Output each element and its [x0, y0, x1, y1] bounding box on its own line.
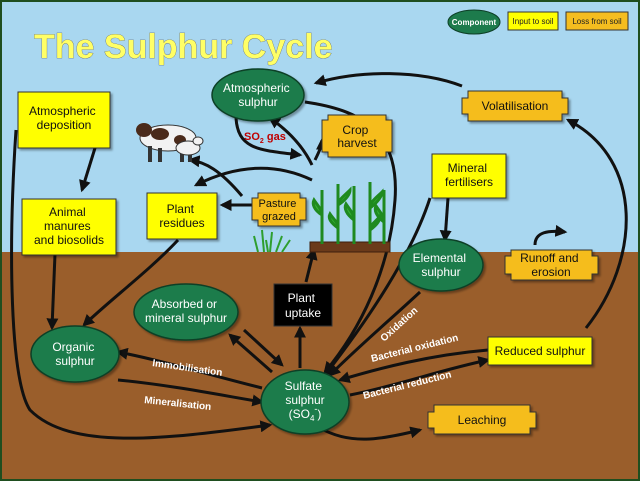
- sulfate-sulphur-label: Sulfate sulphur: [285, 379, 326, 407]
- leaching-label: Leaching: [458, 413, 507, 427]
- legend-input-swatch: [507, 11, 559, 31]
- arrow-fertilisers-to-elemental: [439, 197, 452, 243]
- elemental-sulphur-node: [398, 238, 484, 292]
- atmospheric-sulphur-node: [211, 68, 305, 122]
- pasture-grazed-label: Pasture grazed: [259, 198, 300, 223]
- crop-soil-bed: [309, 241, 391, 253]
- so2-gas-label: SO2 gas: [244, 131, 286, 145]
- plant-uptake-box: [273, 283, 333, 327]
- arrow-pasture-to-cow: [187, 155, 244, 197]
- calf-body: [175, 140, 201, 156]
- elemental-sulphur-label: Elemental sulphur: [413, 251, 470, 279]
- sulfate-formula-label: (SO4-): [289, 404, 322, 423]
- atmospheric-sulphur-label: Atmospheric sulphur: [223, 81, 293, 109]
- arrow-deposition-to-organic: [10, 129, 273, 440]
- cow-head: [136, 123, 152, 137]
- plant-uptake-label: Plant uptake: [285, 291, 321, 320]
- absorbed-mineral-node: [133, 283, 239, 341]
- cow-spot: [151, 128, 169, 140]
- pasture-grazed-box: [251, 192, 307, 227]
- legend: Component Input to soil Loss from soil: [447, 9, 629, 35]
- arrow-organic-to-sulfate: [117, 378, 265, 407]
- arrow-manures-to-organic: [46, 253, 59, 331]
- legend-component-label: Component: [452, 18, 497, 27]
- legend-loss-swatch: [565, 11, 629, 31]
- legend-loss-label: Loss from soil: [572, 17, 622, 26]
- arrow-sulfate-to-leaching: [319, 426, 423, 441]
- grass-tuft: [253, 229, 291, 253]
- cow-leg: [158, 148, 162, 162]
- cow-illustration: [136, 123, 204, 162]
- atmospheric-deposition-box: [17, 91, 111, 149]
- loss-boxes: [251, 90, 599, 435]
- calf-head: [192, 136, 204, 146]
- arrow-crop-to-residues: [193, 166, 313, 187]
- animal-manures-label: Animal manures and biosolids: [34, 205, 104, 247]
- arrow-runoff-out: [533, 224, 568, 246]
- crop-harvest-label: Crop harvest: [337, 123, 377, 150]
- flow-arrows: [10, 72, 628, 441]
- input-boxes: [17, 91, 593, 366]
- arrow-absorbed-to-sulfate: [242, 328, 284, 367]
- reduced-sulphur-box: [487, 336, 593, 366]
- atmospheric-deposition-label: Atmospheric deposition: [29, 104, 99, 132]
- absorbed-mineral-label: Absorbed or mineral sulphur: [145, 297, 227, 325]
- arrow-sulfate-to-reduced: [349, 356, 491, 397]
- sulfate-sulphur-node: [260, 369, 350, 435]
- arrow-uptake-to-crop: [304, 247, 318, 283]
- animal-manures-box: [21, 198, 117, 256]
- arrow-deposition-to-manures: [79, 147, 97, 193]
- legend-input-label: Input to soil: [513, 17, 554, 26]
- volatilisation-box: [461, 90, 569, 122]
- arrow-volatilisation-to-atmosphere: [313, 72, 463, 88]
- arrow-reduced-to-volatilisation: [565, 118, 628, 329]
- reduced-sulphur-label: Reduced sulphur: [495, 344, 586, 358]
- arrow-atmosphere-to-crop: [234, 117, 303, 160]
- leaching-box: [427, 404, 537, 435]
- component-nodes: [30, 68, 484, 435]
- crop-illustration: [253, 182, 391, 253]
- runoff-erosion-box: [504, 249, 599, 281]
- diagram-title: The Sulphur Cycle: [34, 28, 333, 66]
- legend-component-swatch: [447, 9, 501, 35]
- plant-residues-label: Plant residues: [159, 202, 204, 230]
- mineral-fertilisers-label: Mineral fertilisers: [445, 161, 493, 189]
- crop-harvest-box: [321, 114, 393, 158]
- arrow-elemental-to-sulfate: [328, 290, 422, 377]
- mineral-fertilisers-box: [431, 153, 507, 199]
- arrow-residues-to-organic: [82, 238, 180, 327]
- arrow-sulfate-to-organic: [115, 347, 263, 390]
- arrow-sulfate-to-absorbed: [228, 333, 273, 374]
- arrow-reduced-to-sulfate: [337, 348, 489, 383]
- organic-sulphur-node: [30, 325, 120, 383]
- organic-sulphur-label: Organic sulphur: [52, 340, 97, 368]
- runoff-erosion-label: Runoff and erosion: [520, 251, 582, 279]
- cow-leg: [148, 146, 152, 162]
- plant-residues-box: [146, 192, 218, 240]
- arrow-fertilisers-to-sulfate: [323, 197, 432, 377]
- arrow-atmosphere-to-sulfate: [304, 100, 397, 374]
- volatilisation-label: Volatilisation: [482, 99, 549, 113]
